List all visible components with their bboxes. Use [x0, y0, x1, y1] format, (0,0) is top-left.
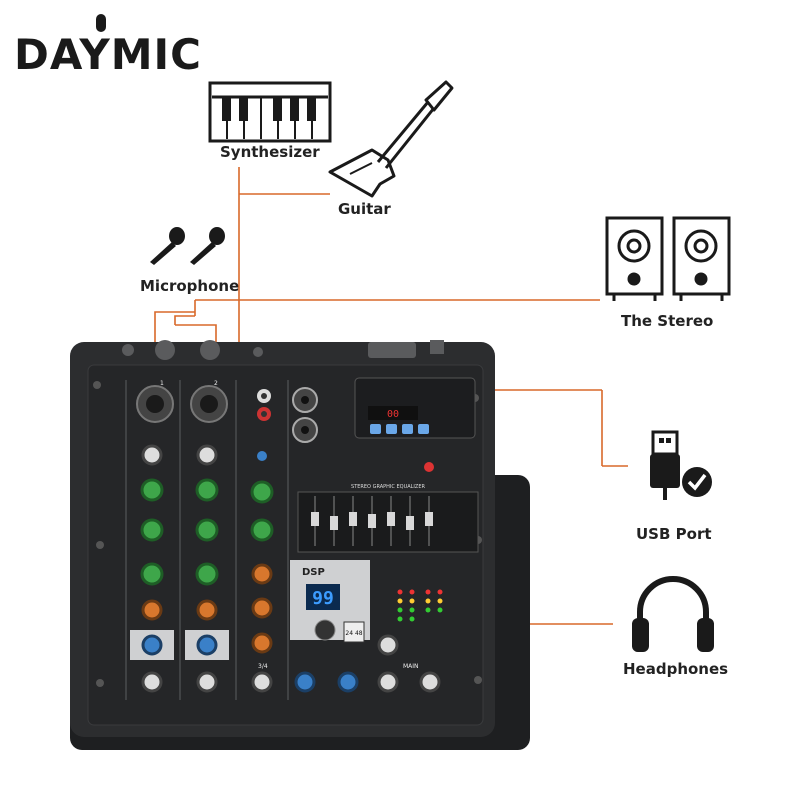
brand-mic-icon — [96, 14, 106, 32]
headphones-icon — [632, 576, 714, 652]
dsp-display: 99 — [312, 588, 334, 609]
synthesizer-icon — [208, 81, 332, 143]
channel-knobs — [130, 444, 441, 693]
xlr-jack-1 — [136, 385, 174, 423]
stereo-label: The Stereo — [621, 312, 714, 330]
microphone-icon — [150, 227, 225, 265]
synthesizer-label: Synthesizer — [220, 143, 320, 161]
eq-title: STEREO GRAPHIC EQUALIZER — [351, 484, 425, 490]
channel-34-number: 3/4 — [258, 663, 268, 670]
stereo-icon — [605, 216, 731, 301]
channel-1-number: 1 — [160, 380, 164, 387]
media-buttons — [370, 424, 429, 434]
svg-text:00: 00 — [387, 409, 399, 420]
bit-badge: 24 48 — [345, 630, 362, 637]
guitar-icon — [328, 80, 454, 198]
channel-2-number: 2 — [214, 380, 218, 387]
dsp-label: DSP — [302, 567, 325, 578]
headphones-label: Headphones — [623, 660, 729, 678]
level-meter — [397, 589, 443, 622]
brand-logo: DAYMIC — [14, 30, 203, 79]
guitar-label: Guitar — [338, 200, 391, 218]
main-label: MAIN — [403, 663, 419, 670]
usb-port-label: USB Port — [636, 525, 712, 543]
usb-icon — [650, 430, 712, 500]
microphone-label: Microphone — [140, 277, 240, 295]
mixer: 1 2 00 STEREO GRAPHIC EQUALIZER — [70, 340, 530, 750]
xlr-jack-2 — [190, 385, 228, 423]
